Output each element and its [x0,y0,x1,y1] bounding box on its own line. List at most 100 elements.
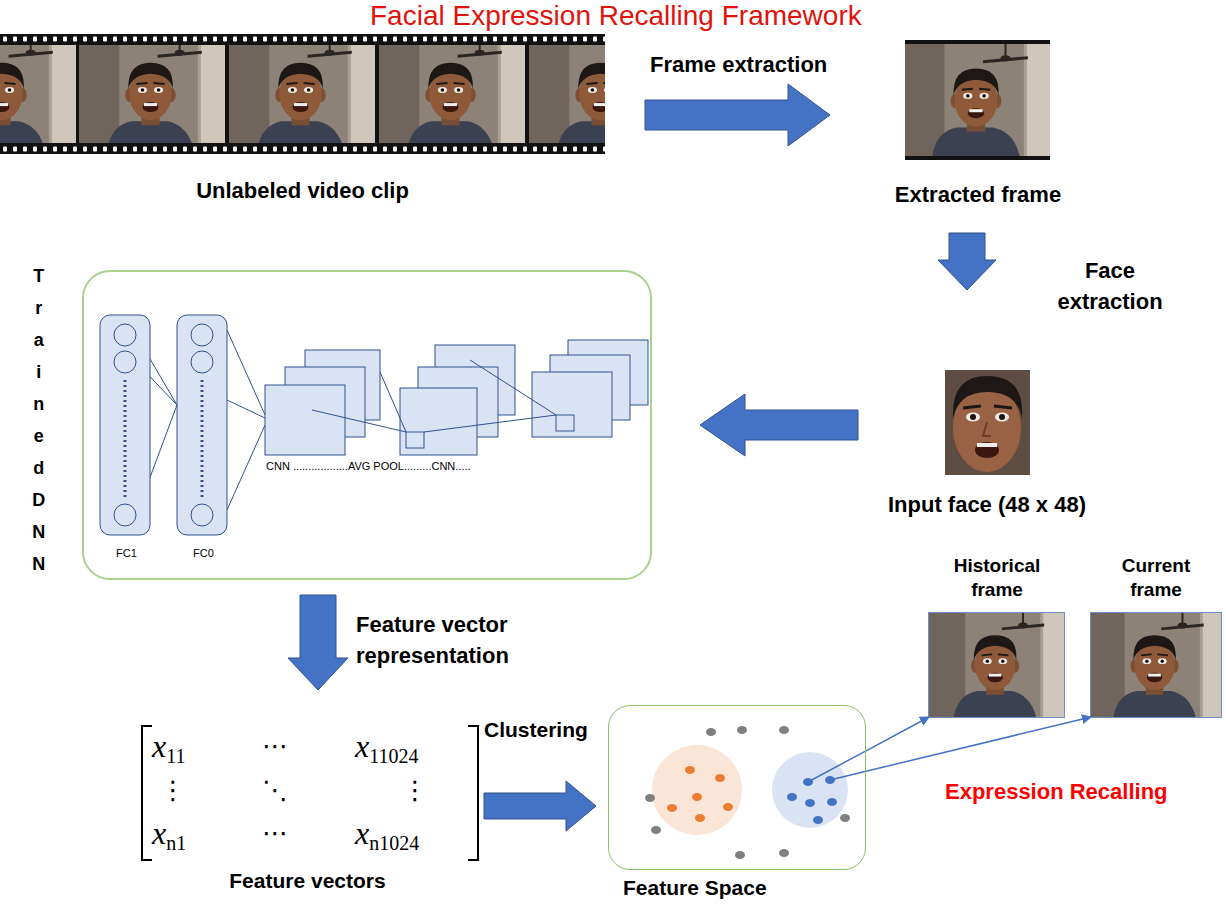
video-clip: Unlabeled video clip [0,34,605,206]
cluster-plot [645,794,655,802]
network-drawing [114,324,136,346]
cluster-plot [723,803,733,811]
film-strip [529,39,605,150]
node-label: Current frame [1101,554,1211,602]
edge-label: Face extraction [1035,256,1185,318]
frame-box: Historical frame [928,552,1066,718]
matrix-entry: 11024 [369,745,418,767]
node-label: Input face (48 x 48) [888,492,1086,518]
cluster-plot [645,726,850,859]
cluster-plot [805,799,815,807]
current-frame-photo [1086,612,1226,718]
matrix-bracket [142,726,152,860]
matrix-entry: ⋯ [262,728,288,764]
flow-arrow [484,781,596,831]
matrix-entry: ⋯ [262,815,288,851]
matrix-entry: x [355,815,369,851]
matrix-entry: ⋮ [402,772,428,808]
flow-arrow [938,233,996,290]
cluster-plot [715,774,725,782]
network-drawing [114,504,136,526]
network-drawing [114,351,136,373]
cluster-plot [840,814,850,822]
recall-link [866,717,1091,771]
network-drawing [125,380,202,500]
node-label: Historical frame [942,554,1052,602]
cluster-plot [735,851,745,859]
cluster-plot [667,804,677,812]
cluster-plot [695,814,705,822]
historical-frame-photo [927,612,1067,718]
layer-name: FC1 [116,547,137,560]
matrix-entry: x [152,815,166,851]
cluster-plot [787,793,797,801]
network-drawing [532,372,612,437]
face-box: Input face (48 x 48) [877,368,1097,520]
network-drawing [406,432,424,448]
extracted-frame-photo [905,40,1050,44]
matrix-entry: ⋱ [262,772,288,808]
cluster-plot [779,726,789,734]
node-label: Trained DNN [32,260,46,580]
matrix-entry: n1024 [369,832,419,854]
cluster-plot [645,726,850,859]
film-strip [379,39,525,150]
film-strip [79,39,225,150]
flow-arrow [288,595,348,690]
network-drawing [100,315,648,535]
cluster-plot [813,816,823,824]
extracted-frame-photo [904,44,1052,156]
cluster-link [808,751,866,782]
current-frame-photo [1091,613,1222,718]
node-label: Extracted frame [895,182,1061,208]
edge-label: Frame extraction [650,50,827,81]
matrix-entry: x [355,728,369,764]
extracted-frame-photo [905,156,1050,160]
film-strip [229,39,375,150]
matrix-entry: xn1 [152,815,186,851]
network-drawing [191,504,213,526]
network-drawing [191,351,213,373]
cluster-plot [827,798,837,806]
historical-frame-photo [929,613,1065,718]
film-strip [0,34,605,44]
cluster-plot [737,726,747,734]
matrix-entry: x [152,728,166,764]
matrix-entry: n1 [166,832,186,854]
film-strip [0,34,605,154]
flow-arrow [645,84,830,146]
cluster-link [830,771,866,780]
matrix-entry: x11 [152,728,185,764]
cluster-plot [772,752,848,828]
extracted-frame-photo [904,40,1052,160]
matrix-box: Feature vectors [135,715,480,895]
network-drawing [191,324,213,346]
edge-label: Feature vector representation [356,610,556,672]
network-box: Trained DNN [82,270,652,580]
current-frame-photo [1086,612,1226,718]
node-label: Feature vectors [229,868,385,893]
recall-note: Expression Recalling [945,778,1168,807]
matrix-entry: x11024 [355,728,418,764]
network-drawing [265,385,345,455]
network-drawing [400,388,477,455]
frame-box: Extracted frame [878,40,1078,210]
feature-space-box: Feature Space [608,705,866,870]
layer-name: CNN ..................AVG POOL.........C… [266,460,471,473]
cluster-plot [706,728,716,736]
input-face-photo [945,370,1030,475]
recall-link [866,717,929,751]
film-strip [0,39,76,150]
cluster-plot [652,745,742,835]
matrix-bracket [142,726,478,860]
cluster-plot [651,826,661,834]
matrix-entry: xn1024 [355,815,419,851]
matrix-bracket [468,726,478,860]
cluster-plot [779,849,789,857]
node-label: Feature Space [623,875,767,900]
cluster-plot [685,766,695,774]
layer-name: FC0 [193,547,214,560]
